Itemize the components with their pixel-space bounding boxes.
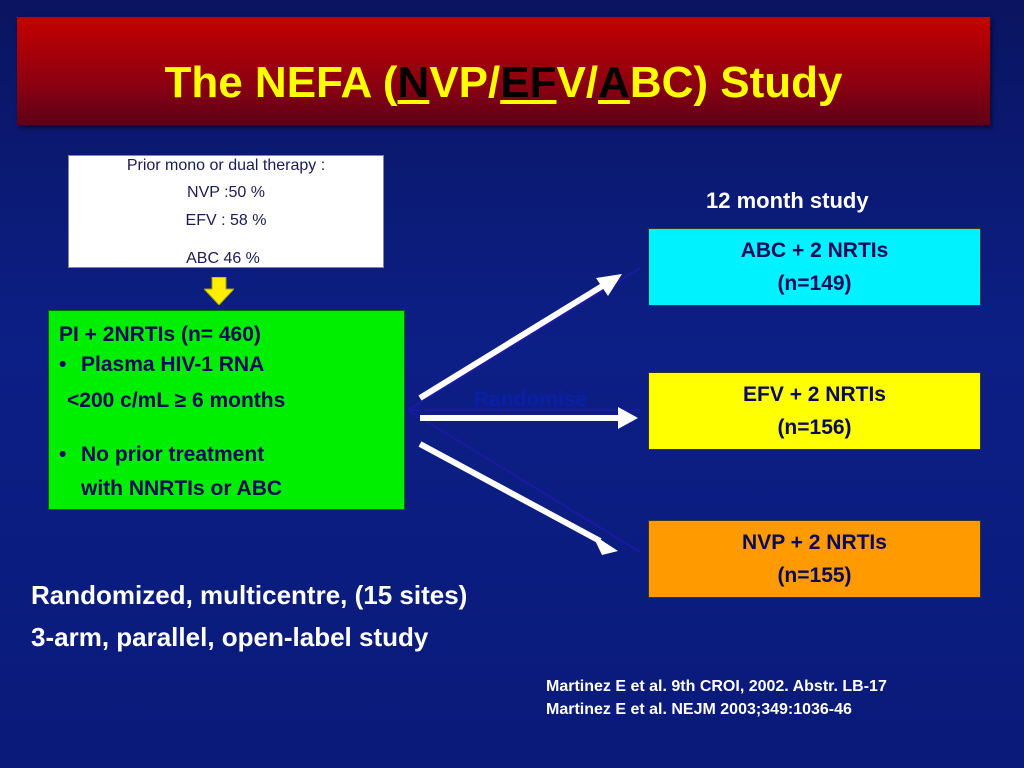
arm-abc-n: (n=149) (777, 272, 852, 295)
prior-therapy-box: Prior mono or dual therapy : NVP :50 % E… (68, 155, 384, 268)
entry-bullet-1-line-2: <200 c/mL ≥ 6 months (67, 389, 286, 412)
entry-bullet-2-line-1: No prior treatment (81, 443, 265, 466)
title-slash: / (585, 58, 599, 107)
arm-efv-n: (n=156) (777, 416, 852, 439)
thin-line-nvp (407, 409, 641, 553)
title-bar: The NEFA (NVP/EFV/ABC) Study (17, 17, 990, 125)
study-length-label: 12 month study (706, 188, 869, 213)
arrowhead-abc-icon (596, 274, 622, 296)
reference-1: Martinez E et al. 9th CROI, 2002. Abstr.… (546, 678, 887, 695)
arm-abc-name: ABC + 2 NRTIs (740, 239, 889, 262)
arrowhead-nvp-icon (592, 534, 618, 555)
arm-efv-name: EFV + 2 NRTIs (743, 383, 886, 406)
title-v: V (556, 58, 586, 107)
thin-line-abc (407, 267, 641, 411)
entry-population: PI + 2NRTIs (n= 460) (59, 323, 261, 346)
prior-therapy-efv: EFV : 58 % (185, 212, 267, 229)
arm-abc-box: ABC + 2 NRTIs (n=149) (648, 228, 981, 306)
title-suffix: BC) Study (629, 58, 843, 107)
arrowhead-efv-icon (618, 407, 638, 429)
title-n-letter: N (397, 58, 430, 107)
title-ef-letters: EF (500, 58, 557, 107)
title-a-letter: A (598, 58, 630, 107)
entry-bullet-1-line-1: Plasma HIV-1 RNA (81, 353, 265, 376)
entry-bullet-1-marker: • (59, 353, 67, 376)
title-prefix: The NEFA ( (164, 58, 398, 107)
entry-criteria-box: PI + 2NRTIs (n= 460) • Plasma HIV-1 RNA … (48, 310, 405, 510)
slide-title: The NEFA (NVP/EFV/ABC) Study (17, 61, 990, 105)
arm-nvp-n: (n=155) (777, 564, 852, 587)
arm-efv-box: EFV + 2 NRTIs (n=156) (648, 372, 981, 450)
randomise-label: Randomise (474, 388, 588, 411)
reference-2: Martinez E et al. NEJM 2003;349:1036-46 (546, 701, 852, 718)
prior-therapy-heading: Prior mono or dual therapy : (126, 157, 326, 174)
study-design-line-2: 3-arm, parallel, open-label study (31, 622, 429, 652)
study-design-line-1: Randomized, multicentre, (15 sites) (31, 580, 468, 610)
prior-therapy-nvp: NVP :50 % (187, 184, 265, 201)
arrow-to-nvp (418, 441, 602, 544)
arm-nvp-name: NVP + 2 NRTIs (742, 531, 887, 554)
arm-nvp-box: NVP + 2 NRTIs (n=155) (648, 520, 981, 598)
prior-therapy-abc: ABC 46 % (186, 250, 260, 267)
down-arrow-icon (204, 277, 234, 305)
arrow-to-abc (418, 282, 606, 401)
title-vp: VP/ (429, 58, 501, 107)
entry-bullet-2-marker: • (59, 443, 67, 466)
entry-bullet-2-line-2: with NNRTIs or ABC (81, 477, 283, 500)
